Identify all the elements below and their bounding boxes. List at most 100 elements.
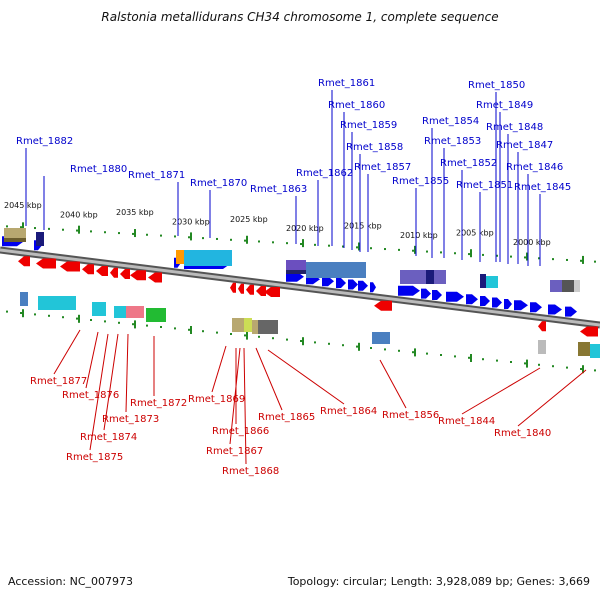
backbone-inner [0, 248, 600, 327]
minor-tick [286, 242, 288, 245]
major-tick [78, 225, 80, 234]
top-gene-label: Rmet_1855 [392, 176, 449, 187]
major-tick [470, 354, 472, 362]
bottom-gene-label: Rmet_1875 [66, 452, 123, 463]
bottom-label-leader [89, 333, 109, 451]
top-gene-label: Rmet_1847 [496, 140, 553, 151]
domain-box [550, 280, 562, 292]
domain-box [578, 342, 590, 356]
forward-gene-arrow [565, 306, 577, 317]
top-gene-label: Rmet_1857 [354, 162, 411, 173]
bottom-gene-label: Rmet_1864 [320, 406, 377, 417]
minor-tick [538, 257, 540, 260]
bottom-label-leader [379, 359, 407, 409]
major-tick [134, 229, 136, 238]
domain-features [4, 228, 600, 358]
bottom-label-leader [255, 347, 283, 411]
minor-tick [174, 327, 176, 330]
bottom-label-leader [267, 349, 345, 405]
minor-tick [440, 354, 442, 356]
minor-tick [384, 248, 386, 251]
top-gene-label: Rmet_1850 [468, 80, 525, 91]
minor-tick [20, 312, 22, 314]
forward-gene-arrow [480, 296, 490, 306]
domain-box [92, 302, 106, 316]
minor-tick [328, 244, 330, 247]
major-tick [246, 331, 248, 340]
minor-tick [132, 323, 134, 326]
minor-tick [342, 344, 344, 347]
minor-tick [566, 366, 568, 369]
minor-tick [62, 316, 64, 319]
forward-gene-arrow [286, 271, 304, 282]
minor-tick [76, 229, 78, 232]
minor-tick [132, 232, 134, 235]
forward-gene-arrow [548, 304, 562, 315]
minor-tick [20, 226, 22, 229]
reverse-gene-arrow [18, 256, 30, 267]
scale-label: 2005 kbp [456, 228, 494, 237]
bottom-gene-label: Rmet_1873 [102, 414, 159, 425]
top-gene-label: Rmet_1852 [440, 158, 497, 169]
minor-tick [244, 334, 246, 337]
minor-tick [216, 331, 218, 334]
minor-tick [300, 340, 302, 342]
domain-box [426, 270, 434, 284]
domain-box [258, 320, 278, 334]
top-gene-label: Rmet_1860 [328, 100, 385, 111]
reverse-gene-arrow [580, 326, 598, 337]
top-gene-label: Rmet_1882 [16, 136, 73, 147]
minor-tick [118, 321, 120, 324]
minor-tick [384, 348, 386, 351]
minor-tick [426, 352, 428, 355]
top-gene-label: Rmet_1853 [424, 136, 481, 147]
forward-gene-arrow [398, 285, 420, 296]
major-tick [302, 337, 304, 346]
minor-tick [202, 237, 204, 240]
bottom-label-leader [125, 333, 129, 413]
minor-tick [426, 250, 428, 253]
major-tick [526, 359, 528, 368]
minor-tick [202, 330, 204, 333]
domain-box [126, 306, 144, 318]
domain-box [146, 308, 166, 322]
domain-box [538, 340, 546, 354]
domain-box [400, 270, 426, 284]
top-gene-label: Rmet_1858 [346, 142, 403, 153]
reverse-gene-arrow [36, 258, 56, 269]
major-tick [582, 255, 584, 264]
minor-tick [34, 227, 36, 230]
major-tick [22, 222, 24, 231]
major-tick [414, 348, 416, 357]
scale-label: 2020 kbp [286, 224, 324, 233]
minor-tick [356, 246, 358, 249]
top-gene-label: Rmet_1863 [250, 184, 307, 195]
forward-gene-arrow [504, 299, 512, 309]
reverse-gene-arrow [374, 300, 392, 311]
bottom-label-leader [243, 347, 247, 465]
bottom-gene-label: Rmet_1844 [438, 416, 495, 427]
minor-tick [160, 234, 162, 237]
reverse-gene-arrow [130, 270, 146, 281]
reverse-gene-arrow [264, 287, 280, 297]
minor-tick [496, 359, 498, 362]
domain-box [480, 274, 486, 288]
top-gene-label: Rmet_1848 [486, 122, 543, 133]
bottom-label-leader [53, 329, 81, 375]
domain-box [252, 320, 258, 334]
major-tick [414, 245, 416, 254]
minor-tick [188, 328, 190, 331]
major-tick [246, 235, 248, 244]
reverse-gene-arrow [230, 282, 236, 293]
scale-label: 2035 kbp [116, 208, 154, 217]
forward-gene-arrow [466, 294, 478, 305]
minor-tick [62, 228, 64, 231]
bottom-gene-label: Rmet_1868 [222, 466, 279, 477]
domain-box [306, 262, 366, 278]
forward-gene-arrow [446, 291, 464, 302]
minor-tick [594, 369, 596, 372]
major-tick [526, 252, 528, 261]
forward-gene-arrow [322, 276, 334, 287]
top-gene-label: Rmet_1854 [422, 116, 479, 127]
